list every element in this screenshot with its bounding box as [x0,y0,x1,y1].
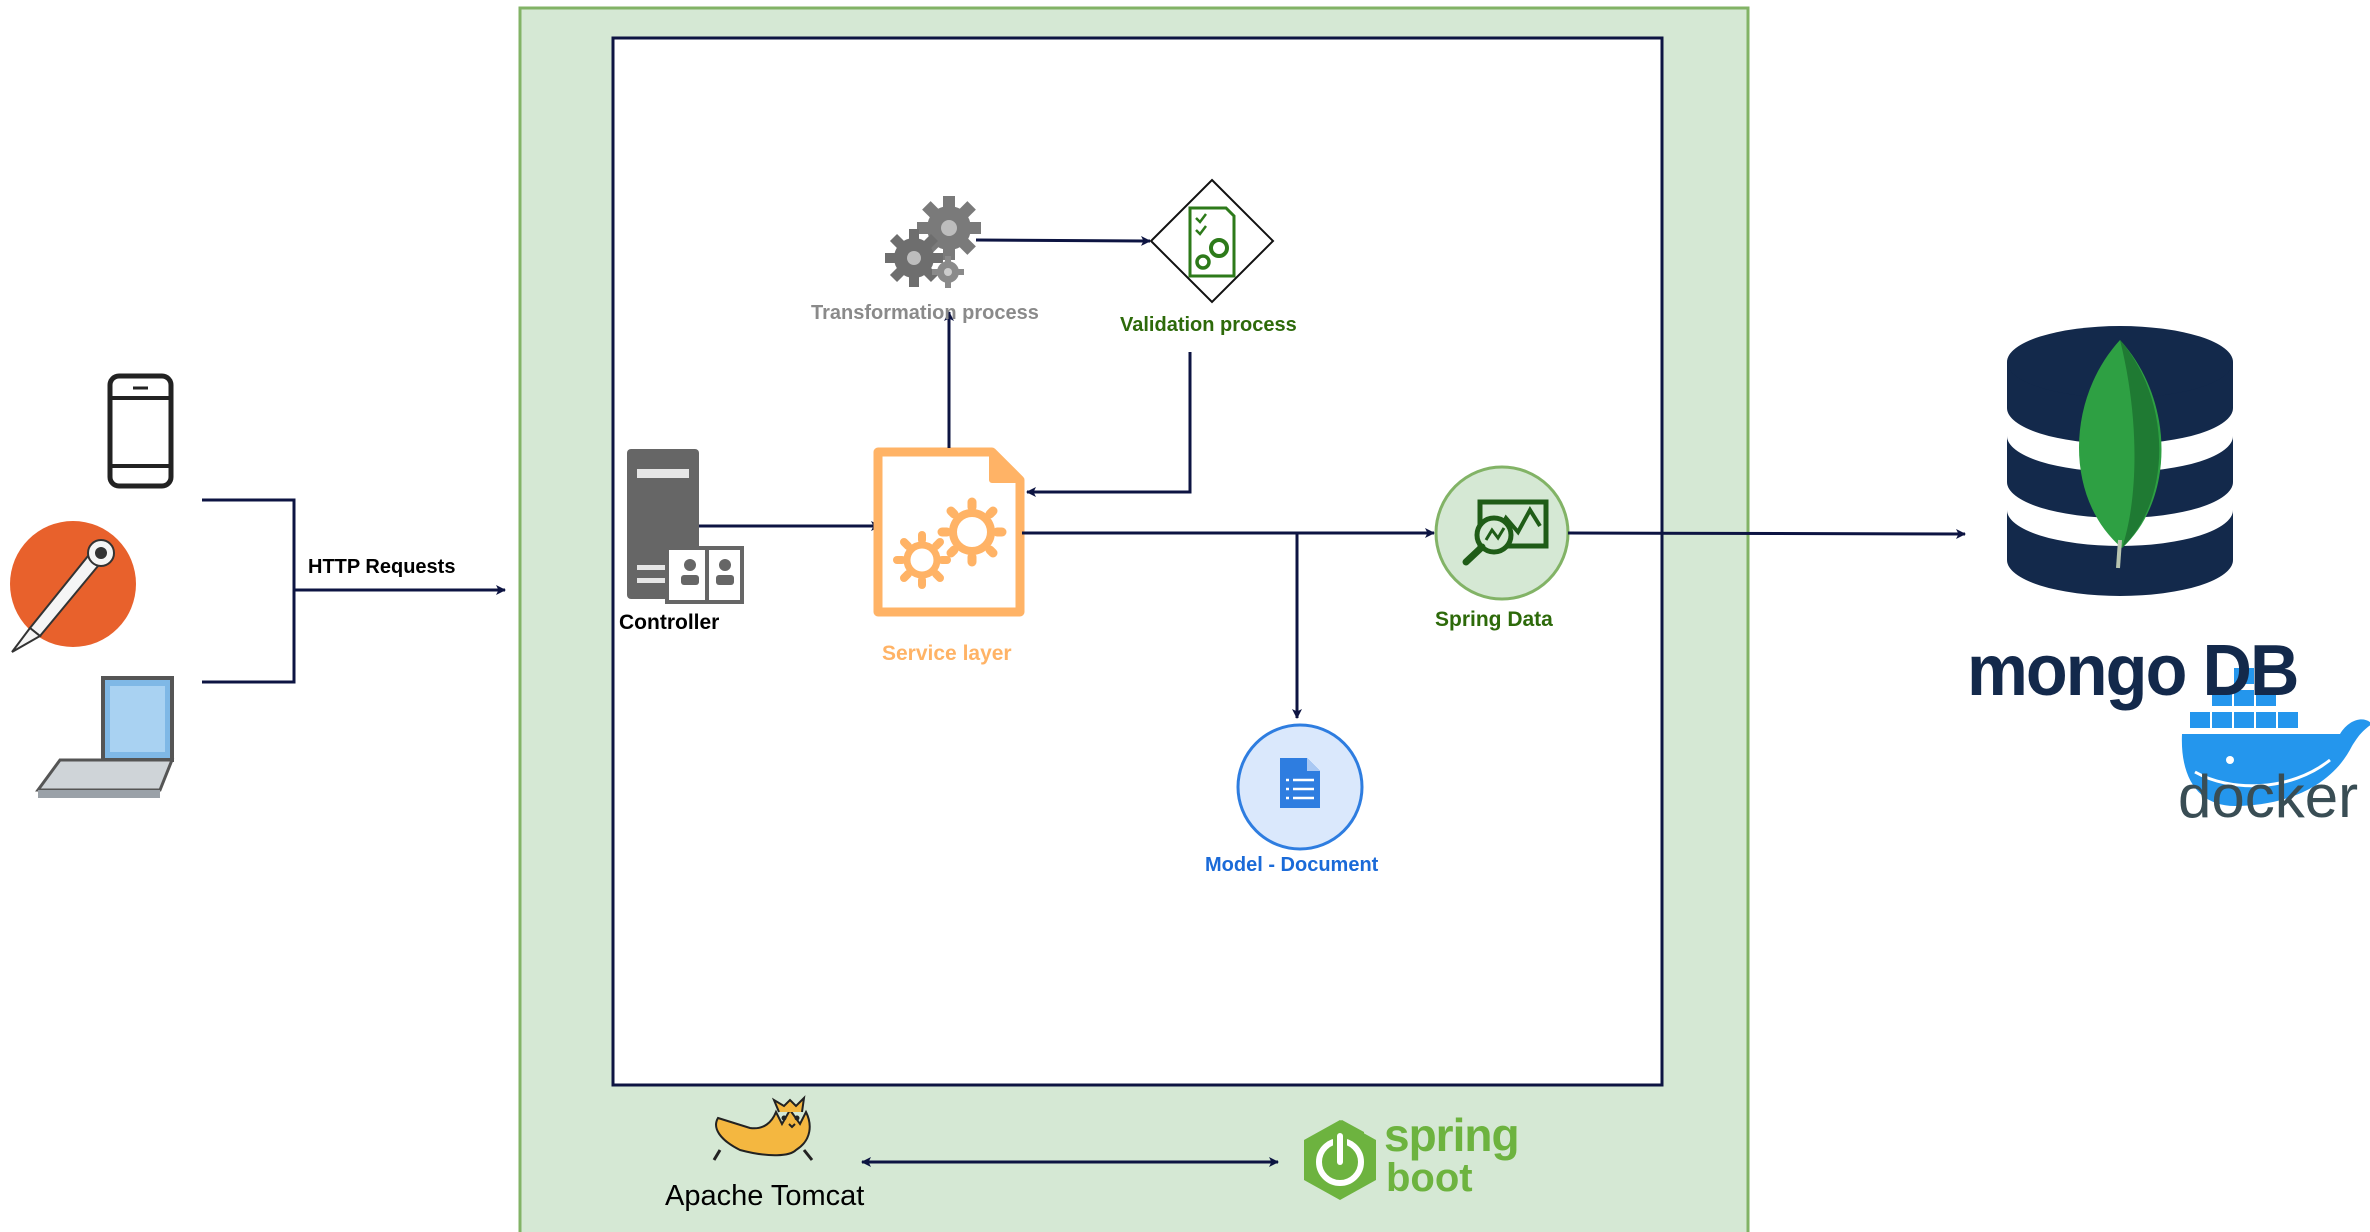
gears-icon [885,196,981,288]
laptop-icon [35,676,175,798]
springdata-to-mongodb-arrow [1567,528,1966,539]
mongodb-leaf-icon [2078,340,2162,569]
transformation-to-validation-arrow [975,235,1151,246]
controller-label: Controller [619,611,720,634]
mongodb-word-logo: mongo DB [1967,631,2299,711]
spring-data-label: Spring Data [1435,608,1553,631]
validation-diamond-icon [1149,178,1275,304]
tomcat-label: Apache Tomcat [665,1180,865,1212]
tomcat-icon [712,1095,814,1161]
model-document-label: Model - Document [1205,854,1379,876]
spring-boot-power-icon [1304,1120,1376,1200]
transformation-label: Transformation process [811,302,1039,324]
boot-word-logo: boot [1386,1156,1473,1200]
http-requests-label: HTTP Requests [308,556,456,578]
document-icon [1236,723,1364,851]
service-gear-document-icon [873,447,1025,617]
docker-whale-icon [2181,668,2370,806]
service-layer-label: Service layer [882,642,1012,665]
client-bracket-connector [202,498,296,684]
spring-word-logo: spring [1384,1109,1520,1161]
validation-to-service-arrow [1026,352,1192,497]
server-icon [627,449,744,604]
postman-icon [10,521,136,653]
smartphone-icon [107,373,174,489]
spring-data-icon [1434,465,1570,601]
validation-label: Validation process [1120,314,1297,336]
docker-word-logo: docker [2178,763,2359,830]
